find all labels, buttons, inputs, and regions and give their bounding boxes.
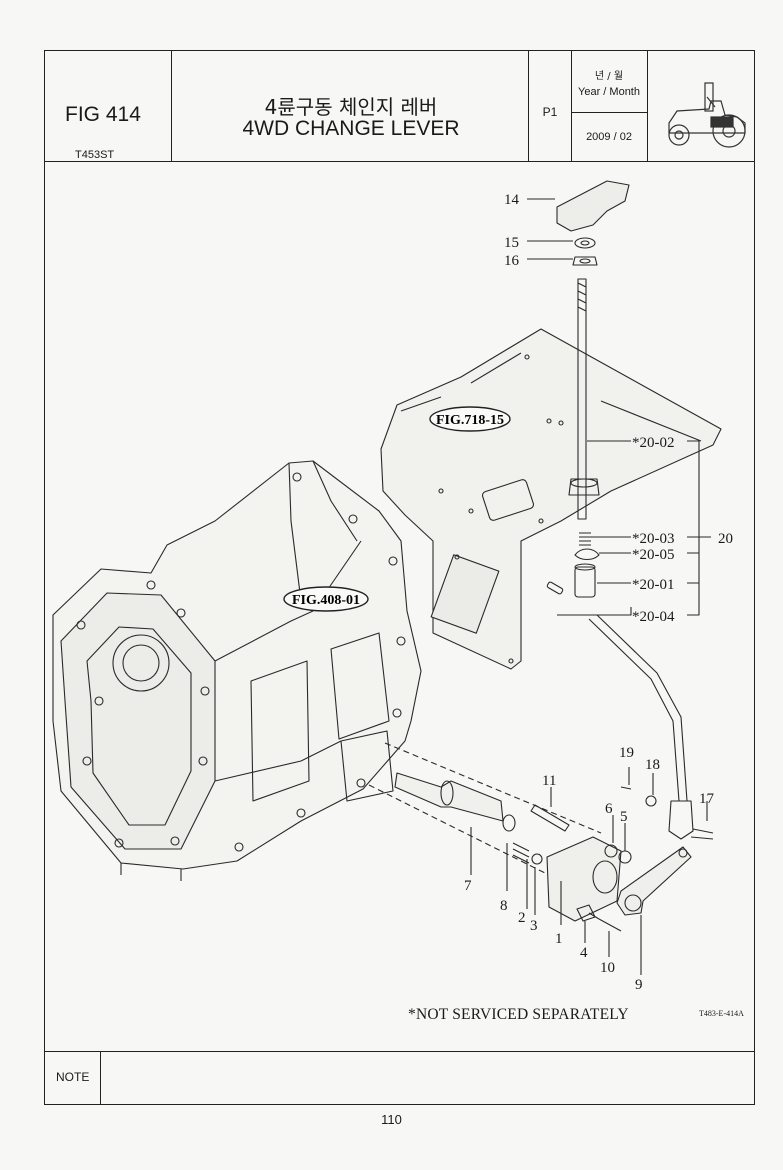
fig-number: FIG 414 [65, 103, 141, 126]
not-serviced-note: *NOT SERVICED SEPARATELY [408, 1006, 629, 1023]
fig-ref-718-15: FIG.718-15 [436, 413, 504, 428]
callout-20-05: *20-05 [632, 547, 675, 563]
callout-6: 6 [605, 801, 613, 817]
header-divider [171, 51, 172, 161]
fig-ref-408-01: FIG.408-01 [292, 593, 360, 608]
page-code: P1 [542, 105, 558, 119]
callout-20: 20 [718, 531, 733, 547]
callout-1: 1 [555, 931, 563, 947]
bracket-1 [546, 836, 622, 922]
date-label-korean: 년 / 월 [594, 71, 624, 82]
callout-10: 10 [600, 960, 615, 976]
drawing-code: T483-E-414A [699, 1009, 744, 1018]
callout-18: 18 [645, 757, 660, 773]
title-korean: 4륜구동 체인지 레버 [264, 95, 438, 119]
date-cell-rule [571, 112, 647, 113]
callout-11: 11 [542, 773, 556, 789]
callout-8: 8 [500, 898, 508, 914]
exploded-parts-diagram: FIG.718-15 FIG.408-01 14 15 16 *20-02 *2… [52, 180, 733, 993]
callout-5: 5 [620, 809, 628, 825]
shift-shaft-7 [394, 772, 504, 822]
date-value: 2009 / 02 [586, 131, 632, 143]
link-rod [588, 614, 688, 802]
fig-ref-stamp [283, 586, 369, 612]
note-divider [100, 1051, 101, 1105]
callout-3: 3 [530, 918, 538, 934]
callout-4: 4 [580, 945, 588, 961]
arm-9 [616, 846, 692, 916]
page-frame: FIG 414 T453ST 4륜구동 체인지 레버 4WD CHANGE LE… [44, 50, 755, 1105]
date-label-english: Year / Month [578, 86, 640, 98]
callout-9: 9 [635, 977, 643, 993]
title-english: 4WD CHANGE LEVER [242, 117, 460, 140]
fig-ref-stamp [429, 406, 511, 432]
note-top-rule [45, 1051, 754, 1052]
callout-15: 15 [504, 235, 519, 251]
callout-20-01: *20-01 [632, 577, 675, 593]
header-divider [647, 51, 648, 161]
header-divider [528, 51, 529, 161]
callout-17: 17 [699, 791, 715, 807]
callout-20-02: *20-02 [632, 435, 675, 451]
tractor-icon [668, 82, 746, 148]
rod-20-02 [577, 278, 587, 520]
header-bottom-rule [45, 161, 754, 162]
page-number: 110 [381, 1112, 402, 1127]
callout-7: 7 [464, 878, 472, 894]
callout-14: 14 [504, 192, 520, 208]
knob-14 [556, 180, 630, 232]
header-divider [571, 51, 572, 161]
callout-20-04: *20-04 [632, 609, 675, 625]
callout-16: 16 [504, 253, 520, 269]
callout-20-03: *20-03 [632, 531, 675, 547]
callout-19: 19 [619, 745, 634, 761]
note-label: NOTE [56, 1070, 90, 1084]
callout-2: 2 [518, 910, 526, 926]
model-code: T453ST [75, 149, 115, 161]
